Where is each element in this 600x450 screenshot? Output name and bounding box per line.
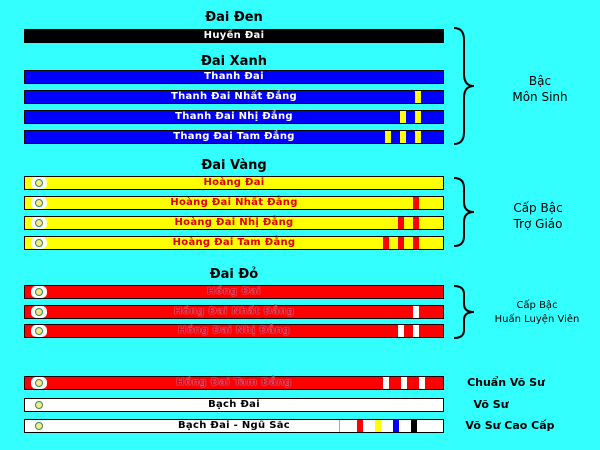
belt-label: Hồng Đai Tam Đẳng <box>176 377 292 388</box>
emblem-icon <box>31 237 47 249</box>
belt-label: Thanh Đai <box>204 71 264 82</box>
rank-chuan-vo-su: Chuẩn Võ Sư <box>467 376 545 389</box>
belt-label: Bạch Đai - Ngũ Sắc <box>178 420 290 431</box>
heading-red-belt: Đai Đỏ <box>209 267 259 282</box>
red-stripe <box>398 217 404 229</box>
belt-hong-dai-tam-dang: Hồng Đai Tam Đẳng <box>24 376 444 390</box>
white-stripe <box>413 325 419 337</box>
belt-label: Thanh Đai Nhất Đẳng <box>170 91 298 102</box>
belt-label: Thang Đai Tam Đẳng <box>173 131 295 142</box>
emblem-icon <box>31 306 47 318</box>
rank-vo-su: Võ Sư <box>473 398 509 411</box>
white-stripe <box>339 420 346 432</box>
belt-hoang-dai: Hoàng Đai <box>24 176 444 190</box>
belt-label: Hoàng Đai Nhất Đẳng <box>170 197 298 208</box>
yellow-stripe <box>415 111 421 123</box>
rank-line: Môn Sinh <box>512 90 568 104</box>
rank-vo-su-cao-cap: Võ Sư Cao Cấp <box>465 419 555 432</box>
belt-label: Hồng Đai <box>207 286 261 297</box>
blue-stripe <box>393 420 399 432</box>
heading-black-belt: Đai Đen <box>205 10 263 25</box>
belt-thanh-dai-nhat-dang: Thanh Đai Nhất Đẳng <box>24 90 444 104</box>
belt-label: Hoàng Đai Tam Đẳng <box>172 237 296 248</box>
white-stripe <box>401 377 407 389</box>
belt-bach-dai-ngu-sac: Bạch Đai - Ngũ Sắc <box>24 419 444 433</box>
brace-tro-giao <box>453 177 475 247</box>
emblem-icon <box>31 197 47 209</box>
belt-hong-dai: Hồng Đai <box>24 285 444 299</box>
rank-bac-mon-sinh: Bậc Môn Sinh <box>490 73 590 105</box>
belt-thanh-dai-nhi-dang: Thanh Đai Nhị Đẳng <box>24 110 444 124</box>
brace-bac-mon-sinh <box>453 27 475 145</box>
red-stripe <box>383 237 389 249</box>
belt-bach-dai: Bạch Đai <box>24 398 444 412</box>
belt-hoang-dai-tam-dang: Hoàng Đai Tam Đẳng <box>24 236 444 250</box>
rank-cap-bac-huan-luyen-vien: Cấp Bậc Huấn Luyện Viên <box>474 299 600 327</box>
yellow-stripe <box>400 111 406 123</box>
emblem-icon <box>31 420 47 432</box>
red-stripe <box>413 237 419 249</box>
rank-line: Cấp Bậc <box>516 300 558 311</box>
red-stripe <box>413 217 419 229</box>
rank-line: Huấn Luyện Viên <box>494 314 580 325</box>
red-stripe <box>413 197 419 209</box>
emblem-icon <box>31 177 47 189</box>
belt-hoang-dai-nhat-dang: Hoàng Đai Nhất Đẳng <box>24 196 444 210</box>
belt-label: Hồng Đai Nhị Đẳng <box>178 325 290 336</box>
white-stripe <box>398 325 404 337</box>
yellow-stripe <box>375 420 381 432</box>
emblem-icon <box>31 286 47 298</box>
belt-huyen-dai: Huyền Đai <box>24 29 444 43</box>
rank-line: Cấp Bậc <box>513 201 563 215</box>
black-stripe <box>411 420 417 432</box>
belt-label: Huyền Đai <box>203 30 265 41</box>
belt-label: Bạch Đai <box>208 399 260 410</box>
rank-cap-bac-tro-giao: Cấp Bậc Trợ Giáo <box>488 200 588 232</box>
yellow-stripe <box>400 131 406 143</box>
yellow-stripe <box>415 131 421 143</box>
belt-thanh-dai-tam-dang: Thang Đai Tam Đẳng <box>24 130 444 144</box>
emblem-icon <box>31 325 47 337</box>
belt-hong-dai-nhat-dang: Hồng Đai Nhất Đẳng <box>24 305 444 319</box>
red-stripe <box>357 420 363 432</box>
emblem-icon <box>31 377 47 389</box>
red-stripe <box>398 237 404 249</box>
belt-label: Hoàng Đai <box>203 177 265 188</box>
belt-label: Hoàng Đai Nhị Đẳng <box>174 217 294 228</box>
emblem-icon <box>31 217 47 229</box>
white-stripe <box>383 377 389 389</box>
white-stripe <box>419 377 425 389</box>
heading-blue-belt: Đai Xanh <box>201 54 267 69</box>
rank-line: Trợ Giáo <box>513 217 563 231</box>
white-stripe <box>413 306 419 318</box>
emblem-icon <box>31 399 47 411</box>
belt-hoang-dai-nhi-dang: Hoàng Đai Nhị Đẳng <box>24 216 444 230</box>
brace-huan-luyen-vien <box>453 285 475 339</box>
rank-line: Bậc <box>528 74 552 88</box>
belt-label: Thanh Đai Nhị Đẳng <box>175 111 293 122</box>
heading-yellow-belt: Đai Vàng <box>201 158 267 173</box>
yellow-stripe <box>385 131 391 143</box>
yellow-stripe <box>415 91 421 103</box>
belt-label: Hồng Đai Nhất Đẳng <box>173 306 295 317</box>
belt-hong-dai-nhi-dang: Hồng Đai Nhị Đẳng <box>24 324 444 338</box>
belt-thanh-dai: Thanh Đai <box>24 70 444 84</box>
